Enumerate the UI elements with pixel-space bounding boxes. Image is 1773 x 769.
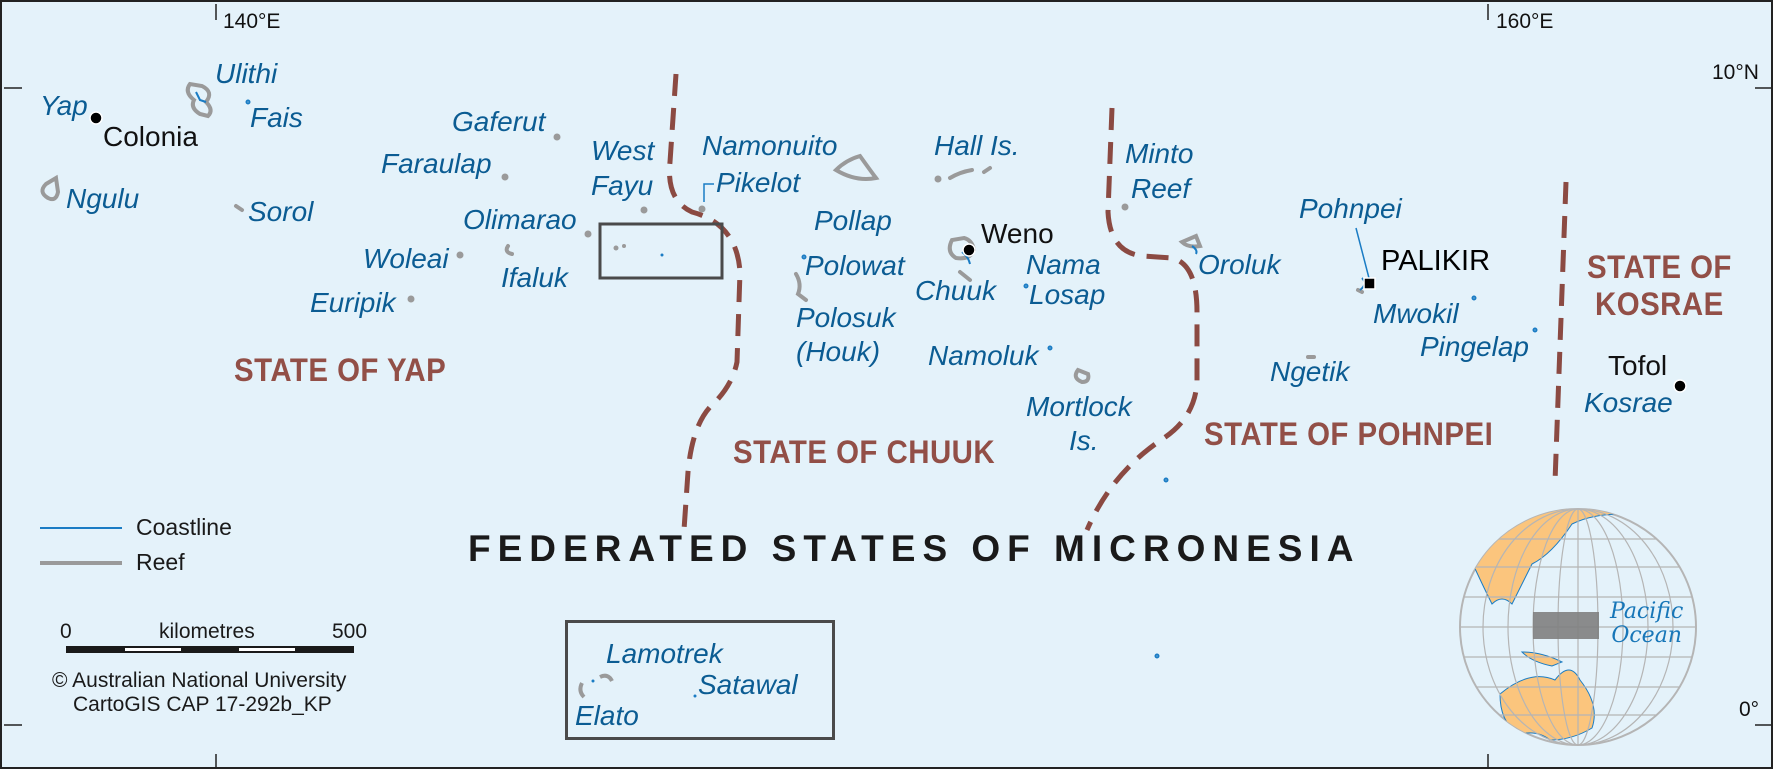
island-label-losap: Losap [1029, 279, 1106, 310]
island-label-ifaluk: Ifaluk [501, 262, 568, 293]
inset-box: Lamotrek Satawal Elato [565, 620, 835, 740]
island-label-ngetik: Ngetik [1270, 356, 1350, 387]
island-label-chuuk: Chuuk [915, 275, 996, 306]
palikir-capital-square [1363, 277, 1376, 290]
capital-label-palikir: PALIKIR [1381, 245, 1491, 277]
island-label-pollap: Pollap [814, 205, 892, 236]
island-label-namonuito: Namonuito [702, 130, 838, 161]
tofol-town-dot [1673, 379, 1687, 393]
inset-locator-rect [598, 222, 724, 280]
reef-dots [407, 133, 1129, 303]
island-label-minto-line1: Minto [1125, 138, 1194, 169]
island-label-ngulu: Ngulu [66, 183, 140, 214]
state-label-kosrae-line1: STATE OF [1587, 249, 1732, 285]
island-label-kosrae: Kosrae [1584, 387, 1673, 418]
pohnpei-leader-line [1355, 227, 1371, 283]
island-label-nama: Nama [1026, 249, 1101, 280]
scale-bar-graphic [66, 646, 354, 653]
town-label-tofol: Tofol [1608, 350, 1668, 381]
weno-town-dot [962, 243, 976, 257]
locator-extent-rect [1533, 612, 1599, 639]
map-title: FEDERATED STATES OF MICRONESIA [468, 528, 1361, 569]
credit-line1: © Australian National University [52, 669, 347, 692]
state-label-chuuk: STATE OF CHUUK [733, 434, 996, 470]
graticule-label-160e: 160°E [1496, 10, 1554, 33]
island-label-minto-line2: Reef [1131, 173, 1191, 204]
colonia-town-dot [89, 111, 103, 125]
island-label-pikelot: Pikelot [716, 167, 801, 198]
island-label-olimarao: Olimarao [463, 204, 577, 235]
island-label-pingelap: Pingelap [1420, 331, 1529, 362]
pikelot-leader-line [703, 183, 714, 202]
legend-label-reef: Reef [136, 549, 185, 575]
scale-bar-start-label: 0 [60, 620, 72, 643]
island-label-fais: Fais [250, 102, 303, 133]
island-label-sorol: Sorol [248, 196, 314, 227]
graticule-label-10n: 10°N [1712, 61, 1759, 84]
island-label-west-fayu-line2: Fayu [591, 170, 654, 201]
scale-bar-unit-label: kilometres [159, 620, 255, 643]
island-label-mwokil: Mwokil [1373, 298, 1459, 329]
legend-label-coastline: Coastline [136, 514, 232, 540]
reefs [40, 81, 1364, 385]
island-label-woleai: Woleai [363, 243, 449, 274]
island-label-polosuk-line2: (Houk) [796, 336, 881, 367]
island-label-faraulap: Faraulap [381, 148, 492, 179]
inset-label-lamotrek: Lamotrek [606, 638, 723, 669]
inset-label-elato: Elato [575, 700, 639, 731]
inset-graphics [578, 673, 697, 699]
state-label-kosrae-line2: KOSRAE [1595, 286, 1724, 322]
scale-bar-end-label: 500 [332, 620, 368, 643]
globe-label-line1: Pacific [1610, 599, 1684, 624]
town-label-weno: Weno [981, 218, 1054, 249]
inset-locator-islands [613, 244, 626, 251]
island-label-namoluk: Namoluk [928, 340, 1039, 371]
globe-label-line2: Ocean [1611, 623, 1682, 649]
credit-line2: CartoGIS CAP 17-292b_KP [73, 693, 332, 716]
island-label-mortlock-line2: Is. [1069, 425, 1099, 456]
graticule-ticks [4, 4, 1771, 767]
island-label-ulithi: Ulithi [215, 58, 278, 89]
state-label-yap: STATE OF YAP [234, 352, 447, 388]
island-label-polowat: Polowat [805, 250, 905, 281]
island-label-yap: Yap [40, 90, 88, 121]
boundary-yap-chuuk [666, 73, 743, 531]
boundary-chuuk-pohnpei [1084, 107, 1200, 531]
graticule-label-0: 0° [1739, 698, 1760, 721]
globe-label-pacific-ocean: Pacific Ocean [1610, 599, 1684, 649]
island-label-euripik: Euripik [310, 287, 396, 318]
island-label-pohnpei: Pohnpei [1299, 193, 1402, 224]
state-boundaries [666, 73, 1569, 531]
island-label-polosuk-line1: Polosuk [796, 302, 896, 333]
island-label-west-fayu-line1: West [591, 135, 655, 166]
island-label-gaferut: Gaferut [452, 106, 546, 137]
state-label-pohnpei: STATE OF POHNPEI [1204, 416, 1494, 452]
island-label-mortlock-line1: Mortlock [1026, 391, 1132, 422]
town-label-colonia: Colonia [103, 121, 198, 152]
inset-label-satawal: Satawal [698, 669, 798, 700]
island-label-oroluk: Oroluk [1198, 249, 1281, 280]
island-label-hall: Hall Is. [934, 130, 1020, 161]
boundary-pohnpei-kosrae [1552, 181, 1569, 483]
graticule-label-140e: 140°E [223, 10, 281, 33]
